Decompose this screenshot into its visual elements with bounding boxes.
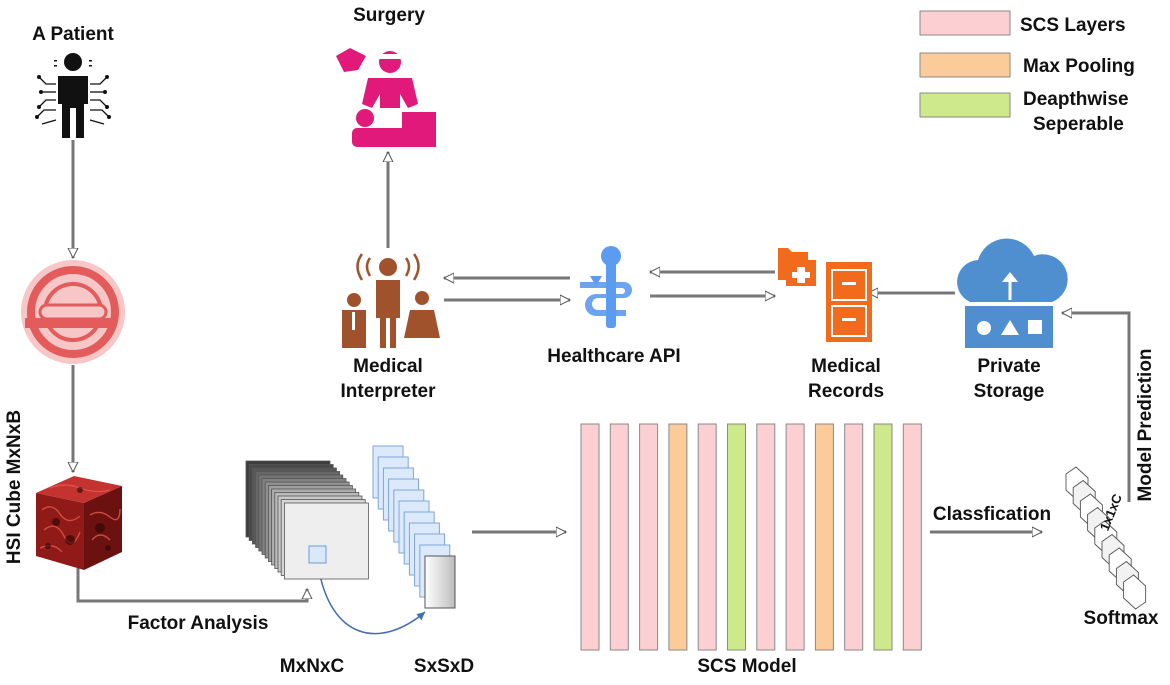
label-surgery: Surgery (353, 5, 425, 26)
scs-layer-pool (668, 423, 688, 651)
mri-scanner-icon (21, 260, 125, 364)
legend-label-pool: Max Pooling (1023, 56, 1135, 77)
softmax-vector (1065, 466, 1147, 610)
legend: SCS Layers Max Pooling Deapthwise Sepera… (919, 10, 1135, 135)
scs-layer-scs (697, 423, 717, 651)
label-medical-interpreter-1: Medical (353, 356, 423, 377)
arrow-cube-to-factor (76, 568, 307, 603)
patch-highlight (308, 545, 327, 564)
medical-records-icon (778, 248, 872, 342)
legend-label-scs: SCS Layers (1020, 15, 1126, 36)
label-factor-analysis: Factor Analysis (128, 613, 269, 634)
patch-stack (372, 445, 456, 609)
scs-layer-scs (639, 423, 659, 651)
label-softmax: Softmax (1084, 608, 1159, 629)
arrow-prediction-to-storage (1062, 313, 1131, 502)
surgery-icon (336, 48, 436, 147)
label-hsi-cube: HSI Cube MxNxB (4, 410, 25, 564)
legend-swatch-scs (919, 10, 1011, 36)
label-medical-records-2: Records (808, 381, 884, 402)
label-sxsxd: SxSxD (414, 656, 474, 677)
legend-swatch-pool (919, 52, 1011, 78)
legend-label-dw-2: Seperable (1033, 114, 1124, 135)
legend-swatch-dw (919, 92, 1011, 118)
label-private-storage-1: Private (977, 356, 1040, 377)
arrow-patch-extraction (317, 564, 426, 635)
scs-model-layers (580, 423, 922, 651)
label-model-prediction: Model Prediction (1135, 348, 1156, 501)
scs-layer-pool (814, 423, 834, 651)
label-healthcare-api: Healthcare API (547, 346, 680, 367)
scs-layer-scs (902, 423, 922, 651)
medical-interpreter-icon (342, 253, 440, 348)
label-medical-interpreter-2: Interpreter (340, 381, 436, 402)
cloud-storage-icon (957, 238, 1068, 348)
label-mxnxc: MxNxC (280, 656, 345, 677)
label-patient: A Patient (32, 24, 114, 45)
label-classification: Classfication (933, 504, 1051, 525)
feature-map-slice (283, 502, 369, 580)
scs-layer-scs (756, 423, 776, 651)
scs-layer-dw (873, 423, 893, 651)
scs-layer-dw (727, 423, 746, 651)
labels: A Patient Surgery HSI Cube MxNxB Factor … (4, 5, 1159, 677)
scs-layer-scs (785, 423, 805, 651)
softmax-cell (1123, 574, 1147, 610)
scs-layer-scs (580, 423, 600, 651)
patch-slice (424, 555, 456, 609)
healthcare-api-icon (580, 246, 632, 328)
label-scs-model: SCS Model (697, 656, 796, 677)
label-medical-records-1: Medical (811, 356, 881, 377)
patient-icon (35, 53, 111, 138)
scs-layer-scs (844, 423, 864, 651)
hsi-cube-icon (36, 476, 122, 570)
scs-layer-scs (609, 423, 629, 651)
factor-analysis-stack (245, 460, 369, 580)
legend-label-dw-1: Deapthwise (1023, 89, 1129, 110)
label-private-storage-2: Storage (974, 381, 1045, 402)
connectors (73, 140, 1131, 603)
